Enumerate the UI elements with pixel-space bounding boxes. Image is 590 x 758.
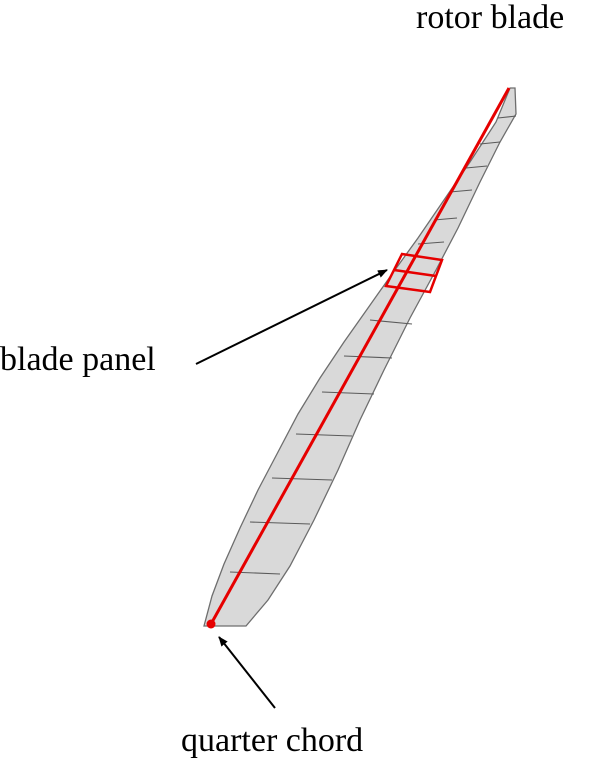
panel-line: [479, 141, 501, 145]
panel-line: [295, 433, 353, 437]
quarter-chord-point: [206, 619, 216, 629]
quarter-chord-arrow: [218, 636, 276, 709]
panel-line: [497, 115, 517, 119]
rotor-blade-label: rotor blade: [416, 0, 564, 36]
blade-panel-label: blade panel: [0, 341, 156, 378]
panel-line: [343, 355, 393, 359]
panel-line: [249, 521, 311, 525]
blade-panel-arrow: [195, 269, 388, 365]
panel-line: [271, 477, 333, 481]
panel-line: [465, 165, 488, 169]
quarter-chord-label: quarter chord: [181, 722, 363, 758]
quarter-chord-line: [209, 87, 511, 625]
highlighted-blade-panel: [384, 252, 444, 294]
blade-panel-lines: [229, 115, 517, 575]
panel-line: [369, 319, 413, 325]
panel-line: [433, 217, 458, 221]
panel-line: [321, 391, 375, 395]
panel-line: [449, 189, 473, 193]
